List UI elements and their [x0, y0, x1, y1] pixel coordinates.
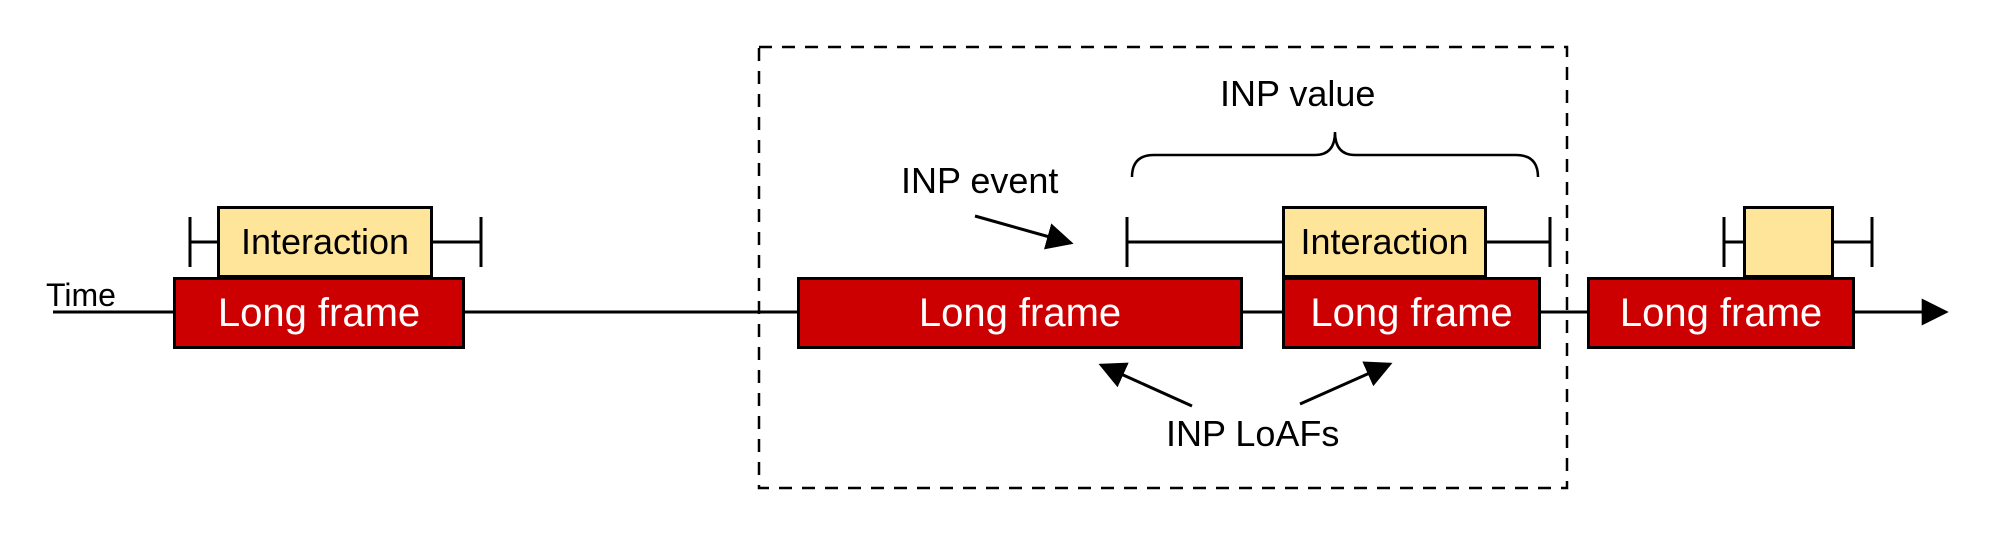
interaction-box-2-inp-event: Interaction	[1282, 206, 1487, 278]
inp-event-label: INP event	[901, 160, 1059, 201]
interaction-3-whiskers	[1722, 217, 1874, 267]
inp-value-brace	[1130, 131, 1540, 178]
inp-duration-whiskers	[1125, 217, 1552, 267]
long-frame-box-4: Long frame	[1587, 277, 1855, 349]
interaction-1-label: Interaction	[240, 221, 410, 262]
interaction-2-label: Interaction	[1300, 221, 1469, 262]
long-frame-3-label: Long frame	[1310, 290, 1513, 335]
long-frame-box-2-inp-loaf: Long frame	[797, 277, 1243, 349]
long-frame-box-1: Long frame	[173, 277, 465, 349]
inp-loafs-arrow-right	[1299, 361, 1393, 406]
long-frame-box-3-inp-loaf: Long frame	[1282, 277, 1541, 349]
interaction-box-3	[1743, 206, 1834, 278]
interaction-1-whiskers	[188, 217, 483, 267]
inp-loafs-label: INP LoAFs	[1166, 413, 1340, 454]
time-axis-label: Time	[46, 277, 116, 313]
inp-loafs-arrow-left	[1098, 362, 1193, 408]
inp-value-label: INP value	[1220, 73, 1376, 114]
long-frame-4-label: Long frame	[1619, 290, 1823, 335]
long-frame-2-label: Long frame	[918, 290, 1122, 335]
inp-group-dashed-box	[757, 45, 1569, 490]
inp-event-arrow	[974, 214, 1074, 250]
interaction-box-1: Interaction	[217, 206, 433, 278]
long-frame-1-label: Long frame	[217, 290, 421, 335]
